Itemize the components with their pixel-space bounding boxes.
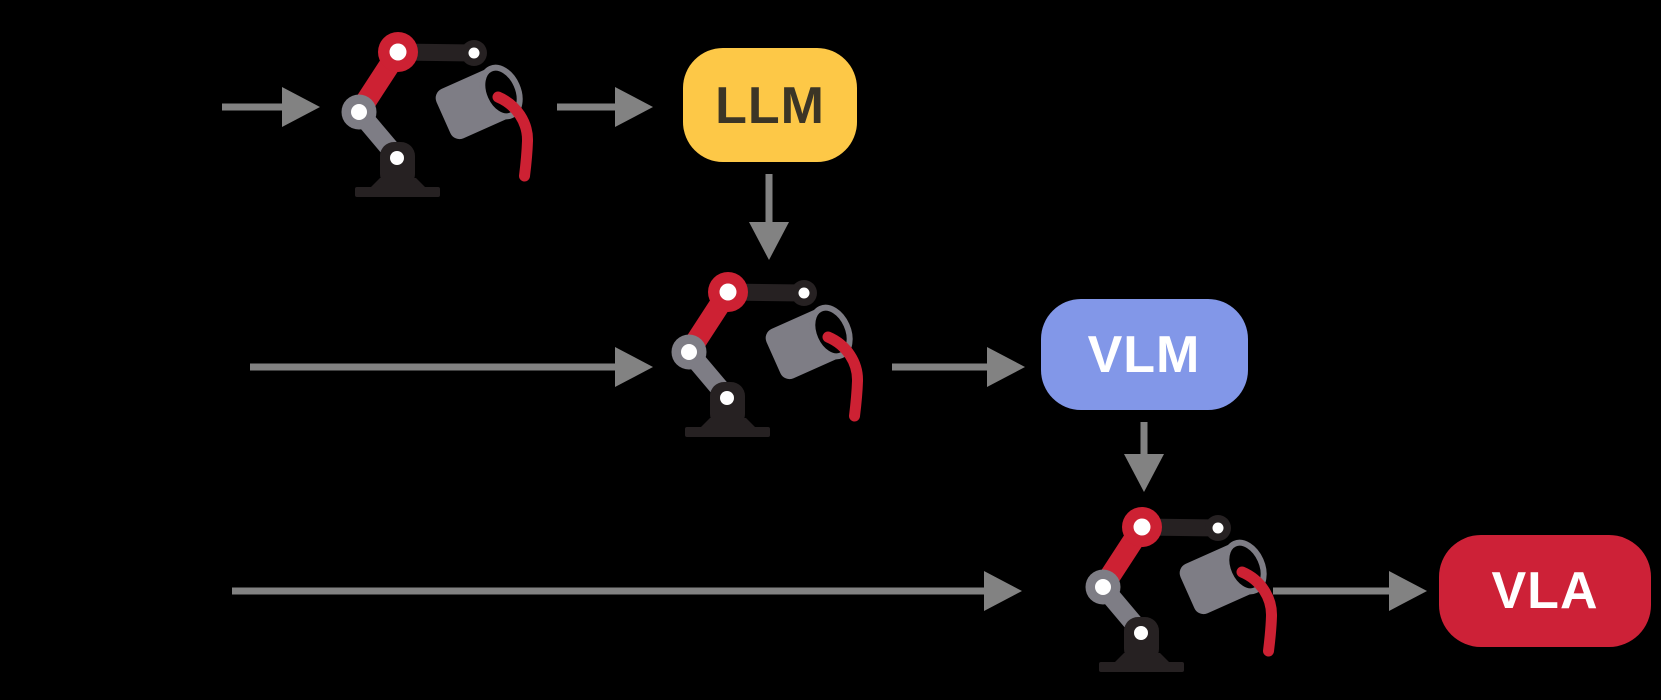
llm-node-box	[683, 48, 857, 162]
vla-node-label: VLA	[1492, 562, 1599, 620]
arrow-input-to-robot2	[250, 347, 653, 387]
arrow-input-to-robot3	[232, 571, 1022, 611]
arrow-robot1-to-llm	[557, 87, 653, 127]
arrow-robot2-to-vlm	[892, 347, 1025, 387]
vlm-node: VLM	[1041, 299, 1248, 410]
arrow-robot3-to-vla	[1273, 571, 1427, 611]
vla-node: VLA	[1439, 535, 1651, 647]
vlm-node-box	[1041, 299, 1248, 410]
vlm-node-label: VLM	[1088, 326, 1201, 384]
llm-node-label: LLM	[715, 77, 825, 135]
llm-node: LLM	[683, 48, 857, 162]
arrow-vlm-to-robot3	[1124, 422, 1164, 492]
arrow-llm-to-robot2	[749, 174, 789, 260]
arrow-input-to-robot1	[222, 87, 320, 127]
vla-node-box	[1439, 535, 1651, 647]
